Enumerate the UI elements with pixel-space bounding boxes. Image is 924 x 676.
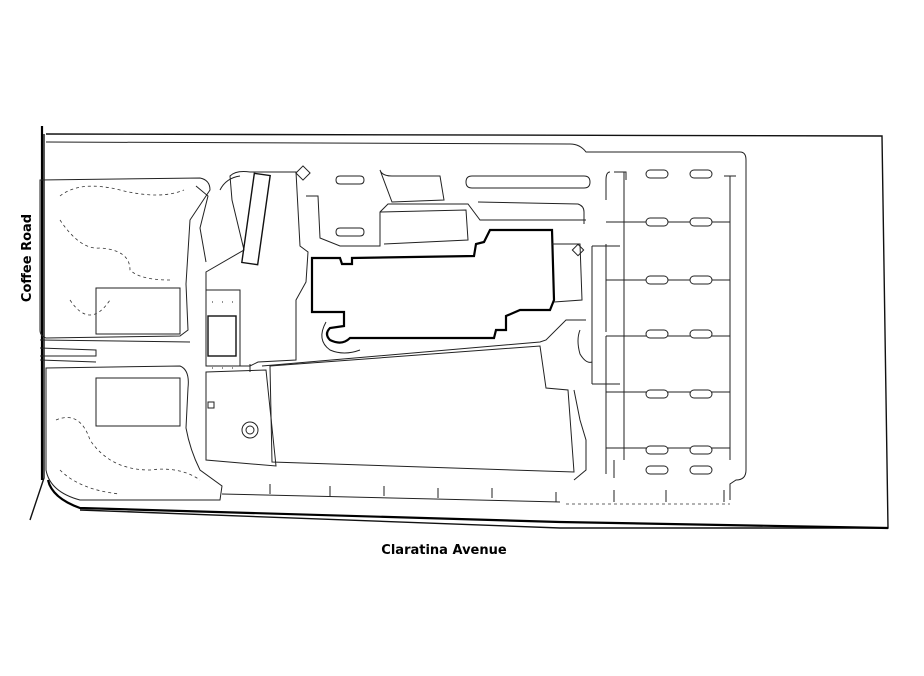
north-pill-stall-2 [335,227,365,237]
north-service-outline [379,169,445,203]
west-landscape-north-dashes [59,185,185,316]
east-parking-islands [645,169,713,475]
west-landscape-south-dashes [55,417,201,495]
main-building[interactable] [310,228,556,344]
property-boundary-south [46,479,889,530]
south-stall-row [221,493,561,503]
south-stall-ticks [269,484,557,502]
property-boundary [29,133,889,529]
ne-drive-curb [195,175,241,263]
west-landscape-north [39,177,211,339]
building-east-service [552,243,583,303]
west-landscape-south [45,365,223,501]
north-service-lot [306,195,586,247]
north-drive-aisle [45,141,747,500]
north-wing-building [241,172,271,266]
north-long-stall [465,175,591,189]
fountain [241,421,259,439]
west-pad-south [95,377,181,427]
central-west-drive [205,171,309,367]
building-entry-arc [321,321,361,354]
plaza-post [207,401,215,409]
small-kiosk [295,165,311,181]
coffee-road-entry [39,339,191,363]
west-pad-north [95,287,181,335]
west-pad-dots [212,301,233,369]
north-stall-row [477,201,585,224]
south-lot-east-curb [573,389,587,481]
plaza-lawn [205,369,277,467]
north-pill-stall [335,175,365,185]
claratina-avenue-label: Claratina Avenue [381,543,507,558]
east-south-ticks [613,490,725,502]
coffee-road-label: Coffee Road [20,214,35,302]
south-main-lot [269,345,575,473]
east-kiosk [571,243,585,257]
fountain-inner [245,425,255,435]
west-pad-building[interactable] [207,315,237,357]
south-lot-drive [249,319,586,372]
west-pad-outline [205,289,241,367]
